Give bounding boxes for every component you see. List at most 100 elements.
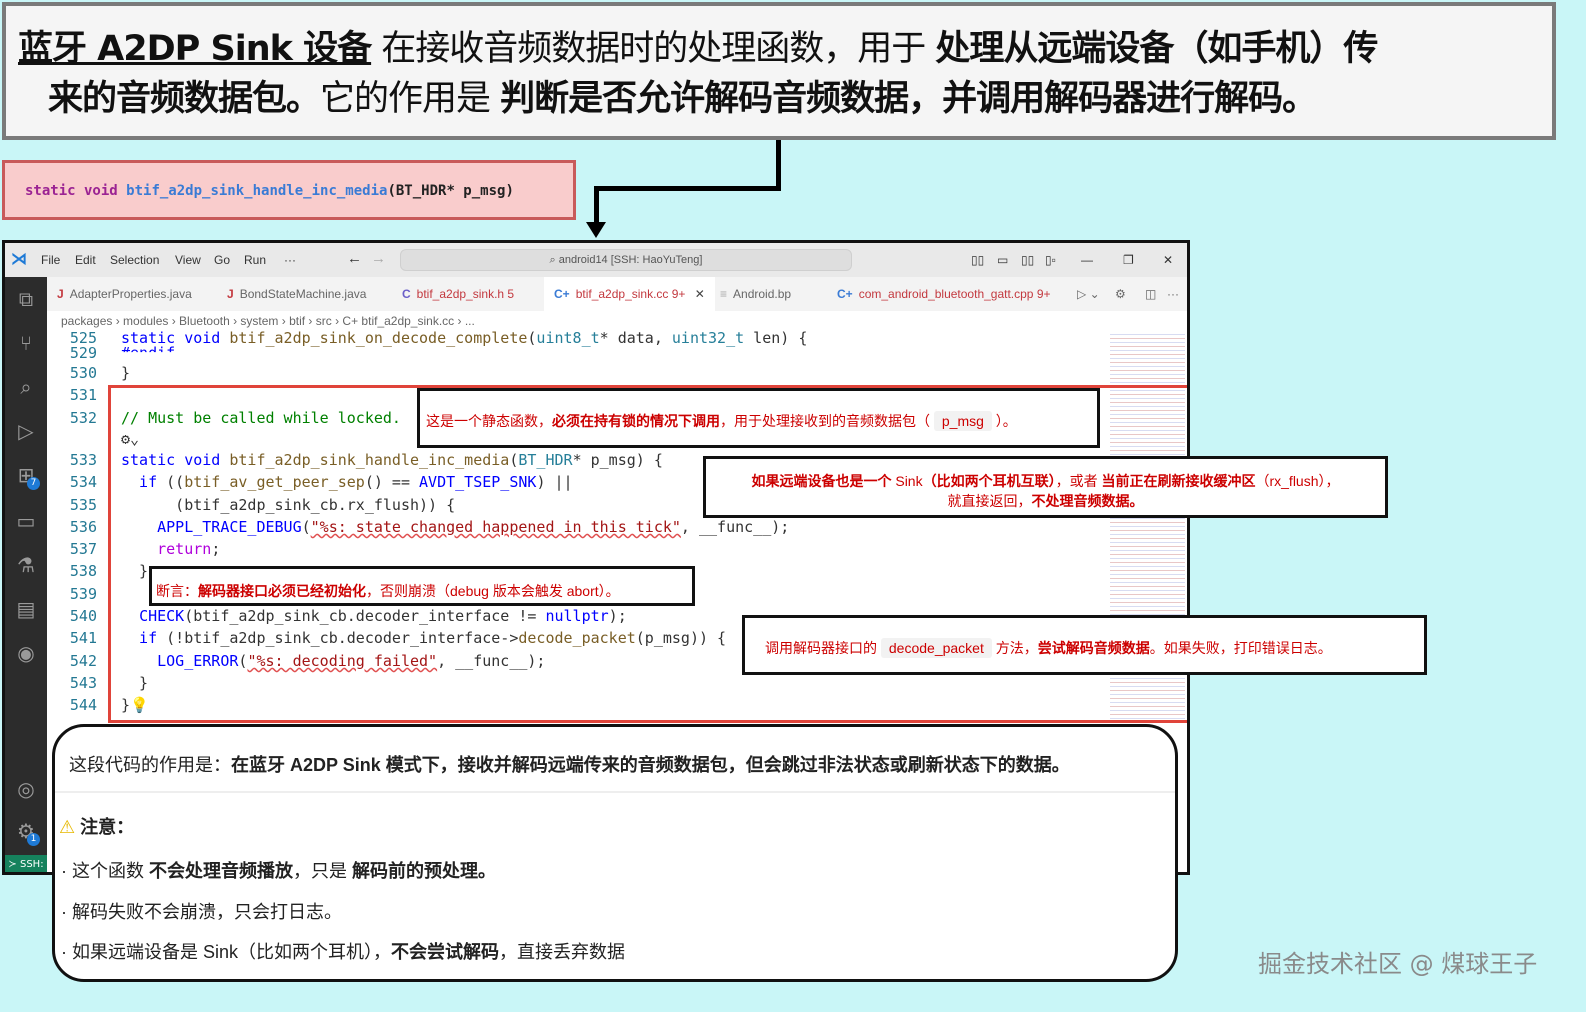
- code-token: ;: [211, 540, 221, 558]
- menu-selection[interactable]: Selection: [110, 253, 160, 267]
- minimize-icon[interactable]: —: [1081, 253, 1093, 267]
- text-segment: 当前正在刷新接收缓冲区: [1101, 473, 1256, 489]
- code-token: CHECK: [139, 607, 185, 625]
- source-control-icon[interactable]: ⑂: [20, 331, 32, 355]
- bullet-item: · 如果远端设备是 Sink（比如两个耳机），不会尝试解码，直接丢弃数据: [61, 942, 626, 962]
- toggle-panel-icon[interactable]: ▭: [997, 253, 1009, 267]
- tab-com_android_bluetooth_gatt[interactable]: C+com_android_bluetooth_gatt.cpp 9+: [827, 277, 1061, 311]
- explorer-icon[interactable]: ⧉: [18, 287, 34, 311]
- code-line: static void btif_a2dp_sink_handle_inc_me…: [121, 451, 663, 469]
- text-segment: （比如两个耳机互联）: [922, 473, 1056, 489]
- code-token: btif_av_get_peer_sep: [184, 473, 365, 491]
- extensions-icon[interactable]: ⊞7: [5, 463, 47, 490]
- menu-edit[interactable]: Edit: [75, 253, 96, 267]
- annotation-early-return-line-2: 就直接返回，不处理音频数据。: [706, 491, 1385, 511]
- code-token: );: [608, 607, 627, 625]
- file-type-icon: C+: [837, 287, 853, 301]
- menu-more[interactable]: ···: [284, 253, 296, 267]
- text-segment: 不会处理音频播放: [149, 861, 294, 881]
- text-segment: 在接收音频数据时的处理函数，用于: [371, 29, 936, 69]
- text-segment: 尝试解码音频数据: [1037, 640, 1150, 656]
- command-center-search[interactable]: ⌕ android14 [SSH: HaoYuTeng]: [400, 249, 852, 271]
- connector-line: [594, 186, 781, 191]
- connector-line: [776, 140, 781, 190]
- tab-btif_a2dp_sink[interactable]: C+btif_a2dp_sink.cc 9+ ✕: [544, 277, 715, 311]
- line-number: 537: [69, 540, 97, 558]
- line-number: 542: [69, 652, 97, 670]
- back-icon[interactable]: ←: [347, 250, 362, 267]
- menu-file[interactable]: File: [41, 253, 61, 267]
- tab-close-icon[interactable]: ✕: [694, 287, 705, 301]
- annotation-decode-packet: 调用解码器接口的 decode_packet 方法，尝试解码音频数据。如果失败，…: [742, 615, 1427, 675]
- code-token: (: [301, 518, 311, 536]
- containers-icon[interactable]: ▤: [16, 597, 36, 621]
- text-segment: ，或者: [1055, 473, 1102, 489]
- text-segment: 来的音频数据包。: [48, 79, 321, 119]
- text-segment: 这是一个静态函数，: [426, 413, 552, 429]
- sig-function: btif_a2dp_sink_handle_inc_media: [126, 183, 388, 199]
- line-number: 541: [69, 629, 97, 647]
- line-number: 525: [69, 329, 97, 347]
- code-token: // Must be called while locked.: [121, 409, 401, 427]
- code-line: }: [121, 562, 148, 580]
- toggle-secondary-sidebar-icon[interactable]: ▯▯: [1021, 253, 1035, 267]
- title-bar: ⋊ File Edit Selection View Go Run ··· ← …: [5, 243, 1187, 277]
- text-segment: 解码前的预处理。: [352, 861, 497, 881]
- text-segment: 。如果失败，打印错误日志。: [1149, 640, 1332, 656]
- watermark: 掘金技术社区 @ 煤球王子: [1258, 950, 1538, 978]
- remote-status-button[interactable]: ≻ SSH:: [5, 855, 47, 872]
- split-editor-icon[interactable]: ◫: [1145, 287, 1157, 301]
- bullet-item: · 解码失败不会崩溃，只会打日志。: [61, 902, 342, 922]
- run-debug-icon[interactable]: ▷: [18, 419, 34, 443]
- tab-Android[interactable]: ≡Android.bp: [710, 277, 801, 311]
- code-token: () ==: [364, 473, 420, 491]
- customize-layout-icon[interactable]: ▯▫: [1045, 253, 1056, 267]
- restore-icon[interactable]: ❐: [1123, 253, 1134, 267]
- search-icon[interactable]: ⌕: [20, 375, 32, 399]
- text-segment: 不处理音频数据。: [1031, 493, 1144, 509]
- summary-card: 这段代码的作用是：在蓝牙 A2DP Sink 模式下，接收并解码远端传来的音频数…: [52, 724, 1178, 982]
- annotation-early-return-line-1: 如果远端设备也是一个 Sink（比如两个耳机互联），或者 当前正在刷新接收缓冲区…: [706, 471, 1385, 491]
- line-number: 544: [69, 696, 97, 714]
- code-token: "%s: state changed happened in this tick…: [310, 518, 681, 536]
- arrow-head-icon: [586, 222, 606, 238]
- text-segment: 调用解码器接口的: [765, 640, 881, 656]
- menu-view[interactable]: View: [175, 253, 201, 267]
- code-line: #endif: [121, 344, 175, 352]
- text-segment: ，直接丢弃数据: [499, 942, 626, 962]
- line-number: 535: [69, 496, 97, 514]
- toggle-sidebar-icon[interactable]: ▯▯: [971, 253, 985, 267]
- code-token: "%s: decoding failed": [247, 652, 438, 670]
- close-icon[interactable]: ✕: [1163, 253, 1174, 267]
- code-token: (btif_a2dp_sink_cb.rx_flush)) {: [121, 496, 456, 514]
- settings-icon[interactable]: ⚙: [1115, 287, 1126, 301]
- code-line: }: [121, 364, 130, 382]
- menu-go[interactable]: Go: [214, 253, 231, 267]
- text-segment: 解码失败不会崩溃，只会打日志。: [72, 902, 342, 922]
- file-type-icon: ≡: [720, 287, 728, 301]
- menu-run[interactable]: Run: [244, 253, 267, 267]
- breadcrumb[interactable]: packages › modules › Bluetooth › system …: [61, 314, 475, 328]
- run-icon[interactable]: ▷ ⌄: [1077, 287, 1100, 301]
- settings-badge: 1: [27, 833, 40, 846]
- accounts-icon[interactable]: ◎: [17, 777, 35, 801]
- code-token: LOG_ERROR: [157, 652, 239, 670]
- remote-explorer-icon[interactable]: ▭: [16, 509, 36, 533]
- timeline-icon[interactable]: ◉: [17, 641, 35, 665]
- warning-heading: ⚠ 注意：: [59, 813, 134, 839]
- forward-icon[interactable]: →: [371, 250, 386, 267]
- code-token: len) {: [744, 329, 808, 347]
- text-segment: 它的作用是: [320, 79, 501, 119]
- connector-line: [594, 186, 599, 224]
- line-number: 534: [69, 473, 97, 491]
- more-actions-icon[interactable]: ···: [1167, 287, 1179, 301]
- testing-icon[interactable]: ⚗: [17, 553, 35, 577]
- line-number: 540: [69, 607, 97, 625]
- tab-label: btif_a2dp_sink.h 5: [416, 287, 515, 301]
- file-type-icon: C: [402, 287, 411, 301]
- settings-gear-icon[interactable]: ⚙1: [5, 819, 47, 846]
